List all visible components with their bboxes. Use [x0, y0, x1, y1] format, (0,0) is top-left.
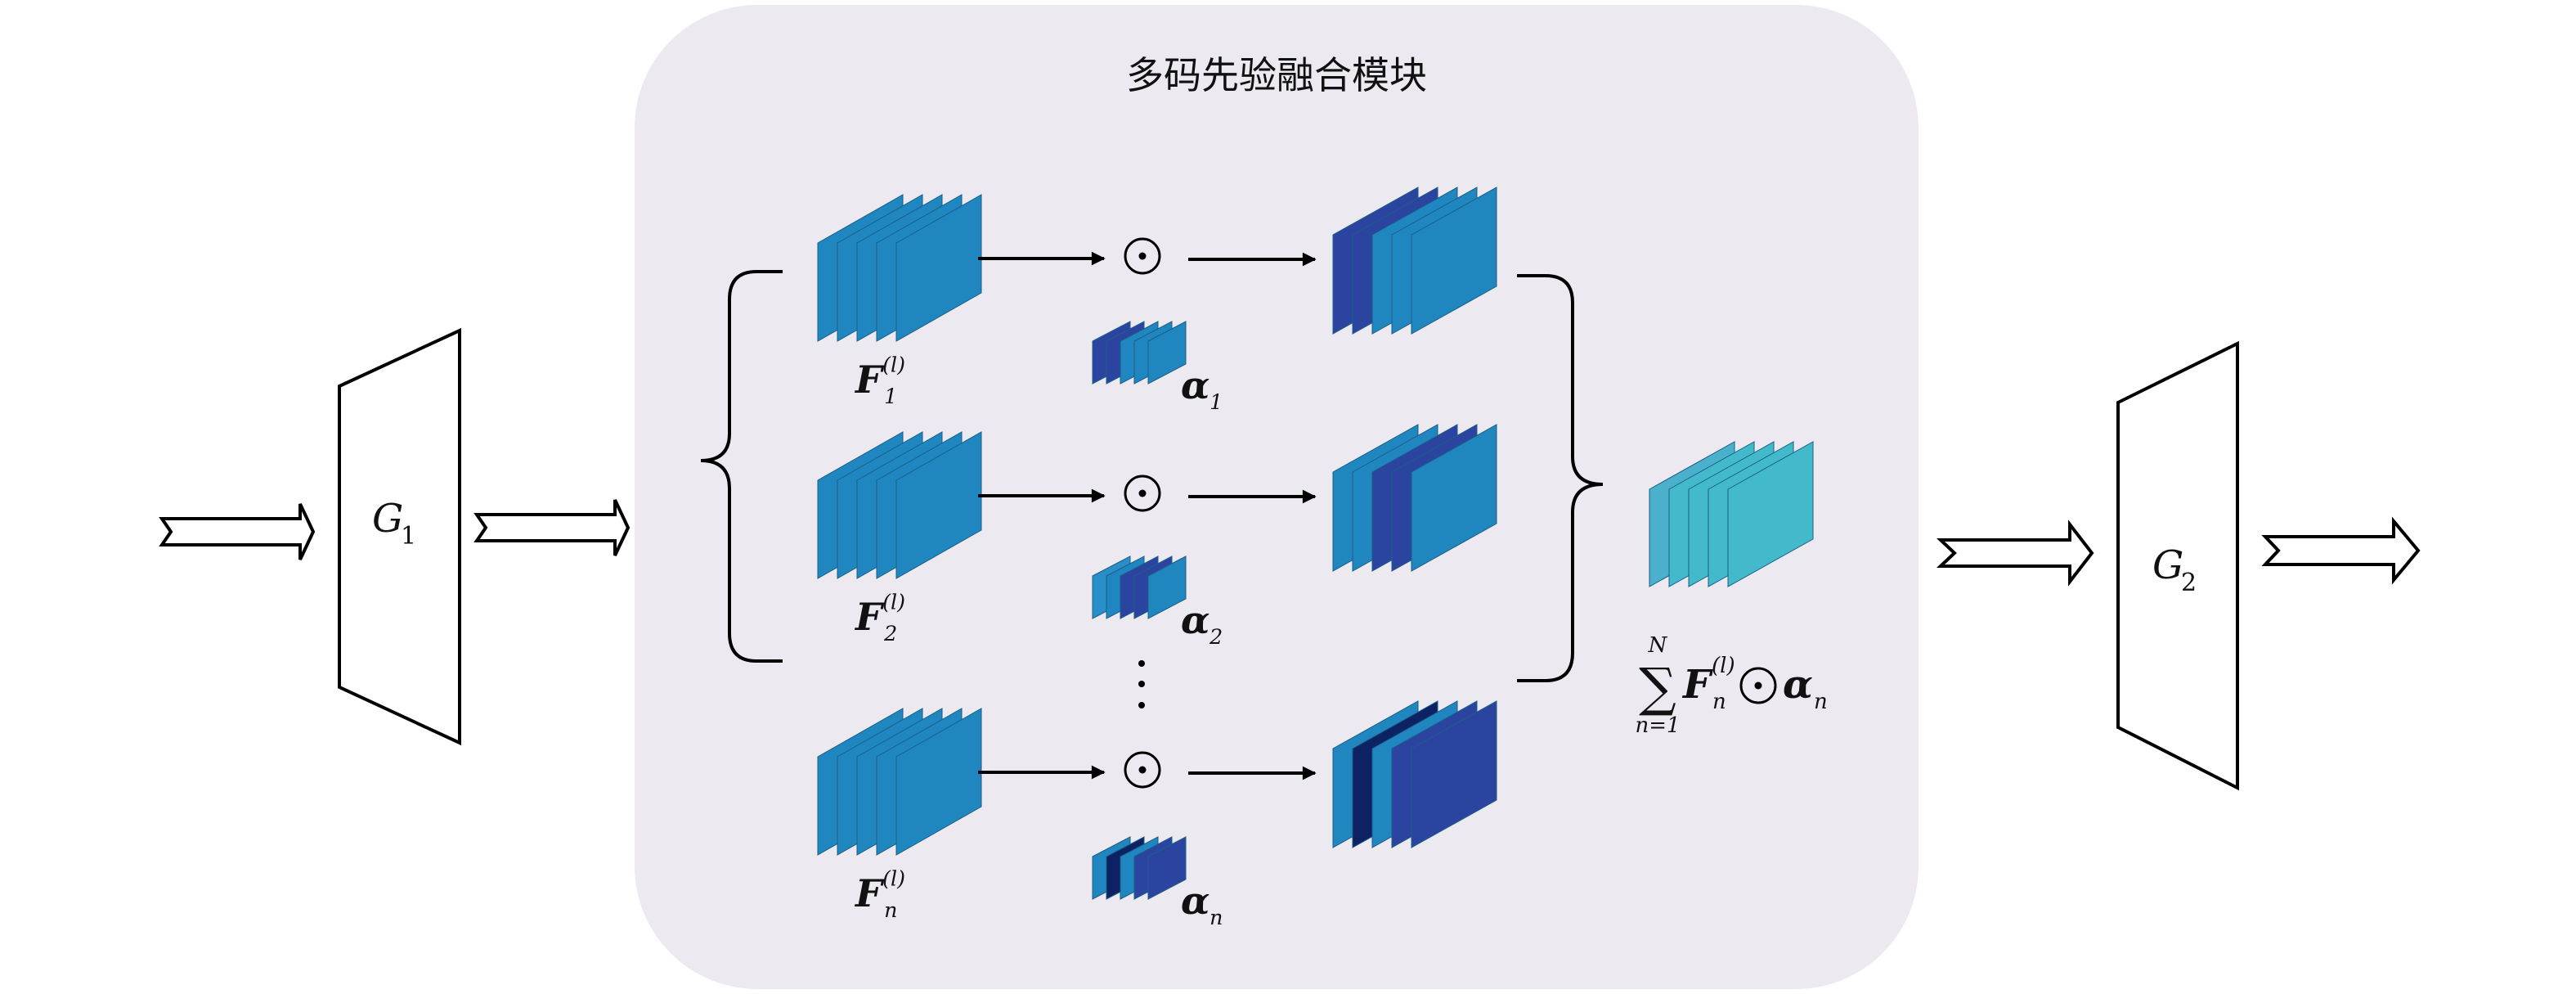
- feature-label: F(l) n: [854, 867, 905, 922]
- ellipsis-icon: [1138, 660, 1145, 708]
- alpha-label-symbol: α: [1181, 363, 1209, 407]
- right-brace-icon: [1517, 274, 1604, 682]
- g2-input-arrow-icon: [1936, 519, 2094, 587]
- fused-feature-stack: [1649, 441, 1814, 587]
- weighted-feature-stack: [1332, 700, 1497, 848]
- alpha-weight-stack: [1092, 555, 1187, 619]
- stack-slice: [895, 194, 982, 342]
- g1-subscript: 1: [401, 522, 416, 551]
- hadamard-operator-icon: [1124, 751, 1161, 789]
- g2-subscript: 2: [2181, 569, 2197, 597]
- feature-label-subscript: n: [884, 898, 897, 922]
- formula-operator-icon: [1739, 667, 1777, 704]
- feature-stack: [817, 708, 982, 856]
- alpha-label-subscript: 2: [1209, 625, 1223, 649]
- formula-alpha-subscript: n: [1814, 690, 1828, 714]
- formula-lower-limit: n=1: [1635, 713, 1680, 738]
- feature-label-subscript: 1: [884, 385, 897, 408]
- stack-slice: [1411, 187, 1497, 335]
- g1-block: G 1: [338, 327, 461, 746]
- alpha-label-symbol: α: [1181, 879, 1209, 923]
- stack-slice: [895, 708, 982, 856]
- module-title: 多码先验融合模块: [1126, 53, 1427, 97]
- input-arrow-icon: [159, 503, 316, 560]
- stack-slice: [895, 431, 982, 579]
- feature-label-superscript: (l): [882, 591, 905, 614]
- stack-slice: [1147, 555, 1187, 619]
- feature-label: F(l) 2: [854, 591, 905, 645]
- g1-output-arrow-icon: [473, 499, 631, 556]
- stack-slice: [1727, 441, 1814, 587]
- feature-label-superscript: (l): [882, 867, 905, 891]
- alpha-weight-stack: [1092, 836, 1187, 900]
- stack-slice: [1411, 700, 1497, 848]
- formula-sum-symbol: ∑: [1639, 658, 1676, 718]
- stack-slice: [1411, 424, 1497, 572]
- weighted-feature-stack: [1332, 187, 1497, 335]
- g1-trapezoid: [338, 327, 461, 746]
- formula-feature-subscript: n: [1712, 690, 1726, 714]
- alpha-label-subscript: n: [1209, 906, 1223, 929]
- feature-stack: [817, 431, 982, 579]
- feature-label-subscript: 2: [883, 622, 897, 645]
- formula-alpha-symbol: α: [1783, 662, 1813, 708]
- stack-slice: [1147, 836, 1187, 900]
- weighted-feature-stack: [1332, 424, 1497, 572]
- g1-symbol: G: [372, 496, 403, 542]
- stack-slice: [1147, 321, 1187, 385]
- fused-slices: [1649, 441, 1814, 587]
- formula-feature-superscript: (l): [1712, 654, 1735, 678]
- g2-symbol: G: [2152, 542, 2183, 588]
- feature-label-superscript: (l): [882, 353, 905, 377]
- feature-label-symbol: F: [854, 595, 885, 639]
- feature-label-symbol: F: [854, 871, 885, 915]
- fusion-formula: N ∑ n=1 F (l) n α n: [1635, 633, 1827, 738]
- g2-trapezoid: [2116, 340, 2239, 791]
- formula-upper-limit: N: [1648, 633, 1668, 658]
- feature-stack: [817, 194, 982, 342]
- alpha-weight-stack: [1092, 321, 1187, 385]
- feature-label-symbol: F: [854, 358, 885, 402]
- final-output-arrow-icon: [2261, 516, 2421, 585]
- hadamard-operator-icon: [1124, 237, 1161, 275]
- g2-block: G 2: [2116, 340, 2239, 791]
- alpha-label-subscript: 1: [1209, 390, 1223, 414]
- feature-label: F(l) 1: [854, 353, 905, 408]
- left-brace-icon: [700, 270, 783, 663]
- hadamard-operator-icon: [1124, 475, 1161, 512]
- alpha-label-symbol: α: [1181, 598, 1209, 642]
- formula-feature-symbol: F: [1681, 662, 1713, 708]
